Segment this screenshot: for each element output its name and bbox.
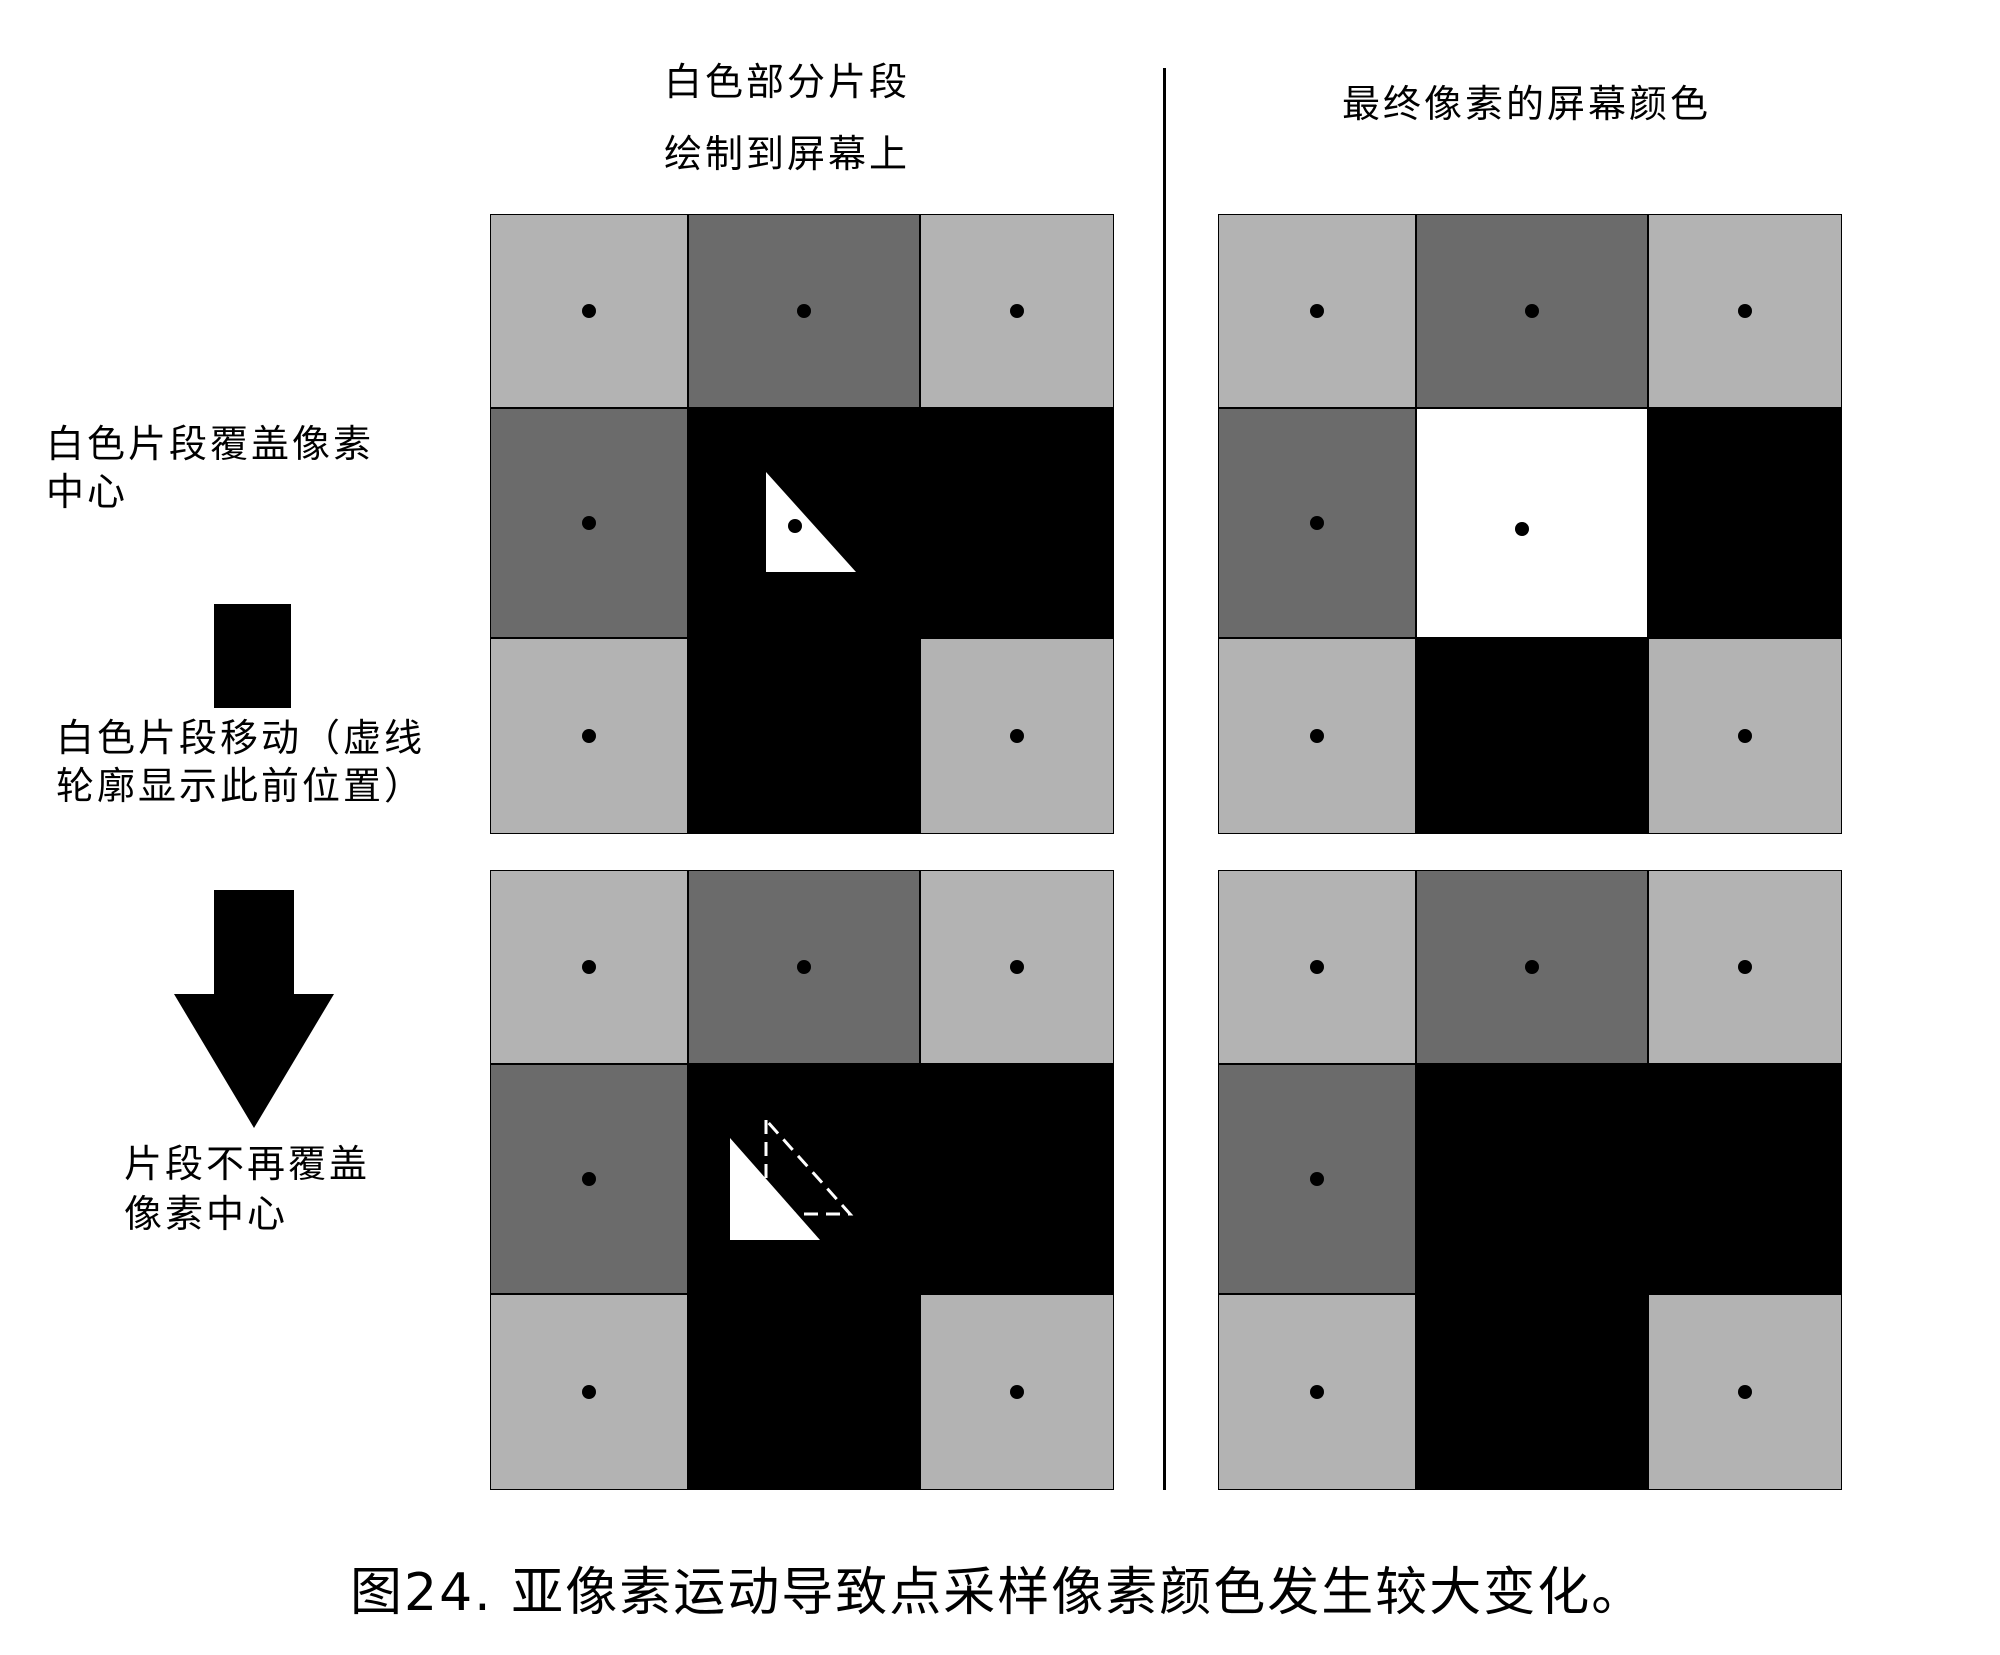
pixel-center-dot [582,729,596,743]
down-arrow-icon [174,890,334,1128]
pixel-cell-black [920,408,1114,638]
left-column-header-line2: 绘制到屏幕上 [664,132,911,176]
right-column-header: 最终像素的屏幕颜色 [1342,82,1712,126]
pixel-cell-black [1416,1064,1648,1294]
pixel-cell-black [1416,638,1648,834]
panel-top-right-final-color [1218,214,1842,834]
pixel-center-dot [1738,960,1752,974]
pixel-center-dot [1738,304,1752,318]
pixel-cell-black [1648,1064,1842,1294]
pixel-center-dot [797,960,811,974]
pixel-center-dot [1010,1385,1024,1399]
pixel-cell-black [688,1294,920,1490]
pixel-center-dot [1738,729,1752,743]
pixel-center-dot [1525,960,1539,974]
pixel-center-dot [1010,960,1024,974]
pixel-center-dot [1525,304,1539,318]
white-fragment-triangle [766,472,856,572]
pixel-cell-mid [688,214,920,408]
left-column-header-line1: 白色部分片段 [664,60,911,104]
covers-center-label-line1: 白色片段覆盖像素 [46,422,375,466]
pixel-center-dot [582,960,596,974]
pixel-center-dot [582,516,596,530]
pixel-center-dot [788,519,802,533]
pixel-center-dot [1310,304,1324,318]
pixel-center-dot [582,304,596,318]
fragment-moves-label-line2: 轮廓显示此前位置） [56,764,426,808]
pixel-cell-black [688,638,920,834]
pixel-center-dot [1738,1385,1752,1399]
previous-position-dashed-outline [764,1116,854,1216]
covers-center-label-line2: 中心 [46,470,129,514]
pixel-cell-black [1416,1294,1648,1490]
pixel-center-dot [582,1172,596,1186]
moved-fragment-overlay [730,1116,854,1240]
pixel-cell-light [490,638,688,834]
pixel-center-dot [1310,516,1324,530]
no-longer-covers-label-line2: 像素中心 [124,1192,289,1236]
pixel-center-dot [1310,1172,1324,1186]
pixel-cell-black [920,1064,1114,1294]
panel-bottom-right-final-color [1218,870,1842,1490]
pixel-center-dot [1310,729,1324,743]
moved-white-fragment-triangle [730,1138,820,1240]
pixel-center-dot [1310,1385,1324,1399]
pixel-center-dot [1010,729,1024,743]
pixel-center-dot [1310,960,1324,974]
pixel-cell-black [1648,408,1842,638]
pixel-center-dot [797,304,811,318]
pixel-center-dot [582,1385,596,1399]
panel-top-left-drawn-fragment [490,214,1114,834]
pixel-center-dot [1010,304,1024,318]
pixel-center-dot [1515,522,1529,536]
figure-caption: 图24. 亚像素运动导致点采样像素颜色发生较大变化。 [350,1563,1646,1623]
black-rectangle-icon [214,604,291,708]
pixel-cell-black [688,1064,920,1294]
pixel-cell-white [1416,408,1648,638]
no-longer-covers-label-line1: 片段不再覆盖 [124,1142,371,1186]
panel-bottom-left-moved-fragment [490,870,1114,1490]
white-fragment-triangle-overlay [766,472,856,572]
fragment-moves-label-line1: 白色片段移动（虚线 [56,716,426,760]
column-divider [1163,68,1166,1490]
